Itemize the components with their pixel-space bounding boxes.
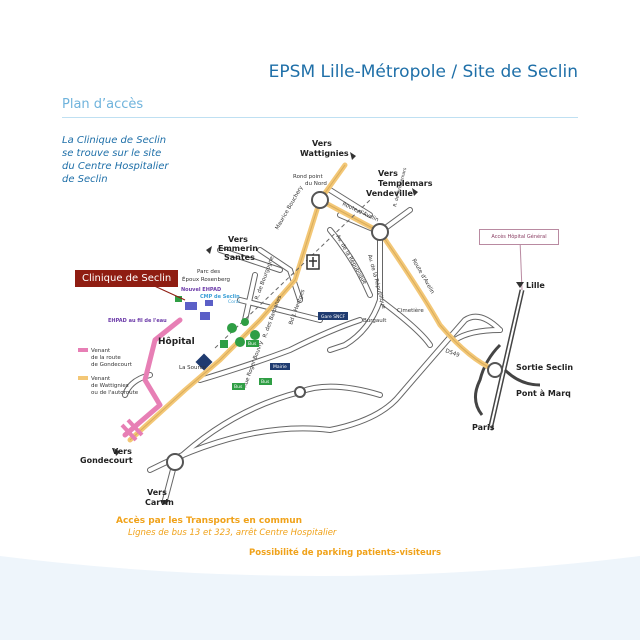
label-nouvel-ehpad: Nouvel EHPAD (181, 287, 221, 293)
section-heading: Plan d’accès (62, 97, 144, 112)
arrow-icons (114, 152, 524, 505)
label-parc-2: Époux Rosenberg (182, 275, 230, 283)
label-cimetiere: Cimetière (397, 307, 424, 314)
map-tags: Gare SNCF Mairie Bus Bus Bus (232, 312, 348, 390)
label-carvin-1: Vers (147, 488, 167, 497)
label-ehpad-fil: EHPAD au fil de l'eau (108, 318, 167, 324)
legend-pink-3: de Gondecourt (91, 362, 133, 368)
label-templemars-3: Vendeville (366, 189, 413, 198)
parking-text: Possibilité de parking patients-visiteur… (249, 548, 442, 558)
label-coral: Coral (228, 299, 240, 305)
label-carvin-2: Carvin (145, 498, 174, 507)
label-la-source: La Source (179, 365, 207, 371)
legend-pink-2: de la route (91, 355, 121, 361)
label-hopital: Hôpital (158, 336, 195, 347)
label-lille: Lille (526, 281, 545, 290)
legend-yellow-1: Venant (91, 376, 111, 382)
label-templemars-1: Vers (378, 169, 398, 178)
label-bus-2: Bus (261, 379, 270, 385)
intro-line: de Seclin (62, 174, 108, 185)
label-emmerin-2: Emmerin (218, 244, 258, 253)
acces-hopital-box: Accès Hôpital Général (479, 229, 559, 245)
roundabouts (166, 191, 503, 471)
label-parc-1: Parc des (197, 269, 220, 275)
clinique-highlight-label: Clinique de Seclin (75, 270, 179, 287)
legend-yellow-3: ou de l'autoroute (91, 390, 139, 396)
label-cmp: CMP de Seclin (200, 294, 240, 300)
footer-wave (0, 556, 640, 640)
intro-text: La Clinique de Seclin se trouve sur le s… (62, 134, 222, 186)
label-bus-3: Bus (234, 384, 243, 390)
label-emmerin-1: Vers (228, 235, 248, 244)
label-route-avelin-2: Route d'Avelin (410, 258, 435, 296)
hospital-buildings (175, 254, 320, 371)
label-wattignies-2: Wattignies (300, 149, 349, 158)
map-legend: Venant de la route de Gondecourt Venant … (78, 348, 139, 396)
main-route (127, 162, 498, 443)
label-av-republique-1: Av. de la République (334, 234, 368, 286)
label-rond-point-2: du Nord (305, 181, 327, 187)
label-gondecourt-2: Gondecourt (80, 456, 133, 465)
label-templemars-2: Templemars (378, 179, 433, 188)
intro-line: du Centre Hospitalier (62, 161, 169, 172)
label-sortie-seclin: Sortie Seclin (516, 363, 573, 372)
label-pont-a-marq: Pont à Marq (516, 389, 571, 398)
legend-yellow-2: de Wattignies (91, 383, 129, 389)
intro-line: La Clinique de Seclin (62, 135, 167, 146)
railway (214, 199, 371, 349)
motorway (474, 289, 541, 431)
intro-line: se trouve sur le site (62, 148, 162, 159)
label-rond-point-1: Rond point (293, 174, 324, 180)
label-emmerin-3: Santes (224, 253, 255, 262)
label-gare: Gare SNCF (321, 314, 346, 320)
label-wattignies-1: Vers (312, 139, 332, 148)
label-burgault: Burgault (363, 318, 387, 324)
label-gondecourt-1: Vers (112, 447, 132, 456)
label-d549: D549 (444, 348, 460, 359)
label-bus-1: Bus (248, 341, 257, 347)
label-paris: Paris (472, 423, 495, 432)
label-mairie: Mairie (273, 364, 287, 370)
page-title: EPSM Lille-Métropole / Site de Seclin (268, 62, 578, 82)
bus-lines-text: Lignes de bus 13 et 323, arrêt Centre Ho… (128, 528, 337, 538)
divider (62, 117, 578, 118)
transport-title: Accès par les Transports en commun (116, 516, 303, 526)
legend-pink-1: Venant (91, 348, 111, 354)
gondecourt-route (122, 317, 183, 438)
label-rue-maurice: Maurice Bouchery (275, 184, 305, 231)
